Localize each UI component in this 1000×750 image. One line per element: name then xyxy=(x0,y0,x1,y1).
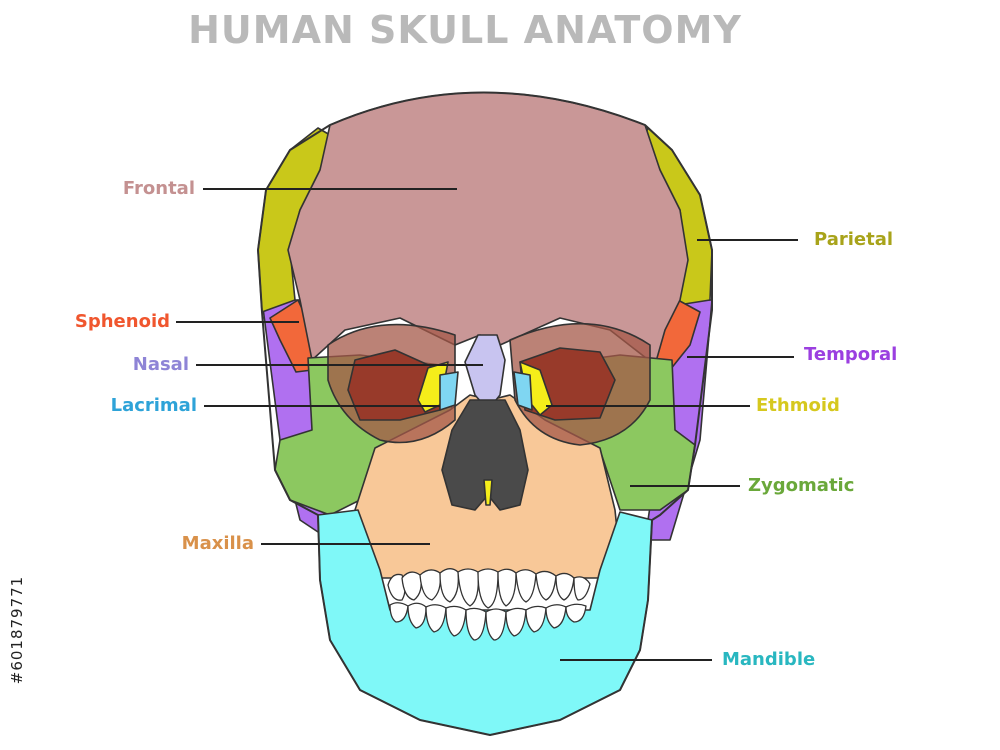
skull-outline xyxy=(257,91,713,736)
frontal-bone xyxy=(287,91,689,366)
label-ethmoid: Ethmoid xyxy=(756,395,840,416)
nasal-cavity xyxy=(441,399,529,511)
label-zygomatic: Zygomatic xyxy=(748,475,855,496)
label-nasal: Nasal xyxy=(132,354,189,375)
label-sphenoid: Sphenoid xyxy=(74,311,170,332)
leader-lines xyxy=(176,188,798,661)
label-mandible: Mandible xyxy=(722,649,816,670)
label-frontal: Frontal xyxy=(122,178,195,199)
page-title: HUMAN SKULL ANATOMY xyxy=(188,8,742,52)
teeth xyxy=(387,568,591,641)
label-maxilla: Maxilla xyxy=(181,533,254,554)
label-lacrimal: Lacrimal xyxy=(110,395,197,416)
label-parietal: Parietal xyxy=(814,229,894,250)
label-temporal: Temporal xyxy=(804,344,898,365)
lacrimal-bone-left xyxy=(439,371,459,411)
lacrimal-bone-right xyxy=(513,371,533,411)
vomer-bone xyxy=(483,479,493,506)
orbit-dark-left xyxy=(347,349,441,421)
